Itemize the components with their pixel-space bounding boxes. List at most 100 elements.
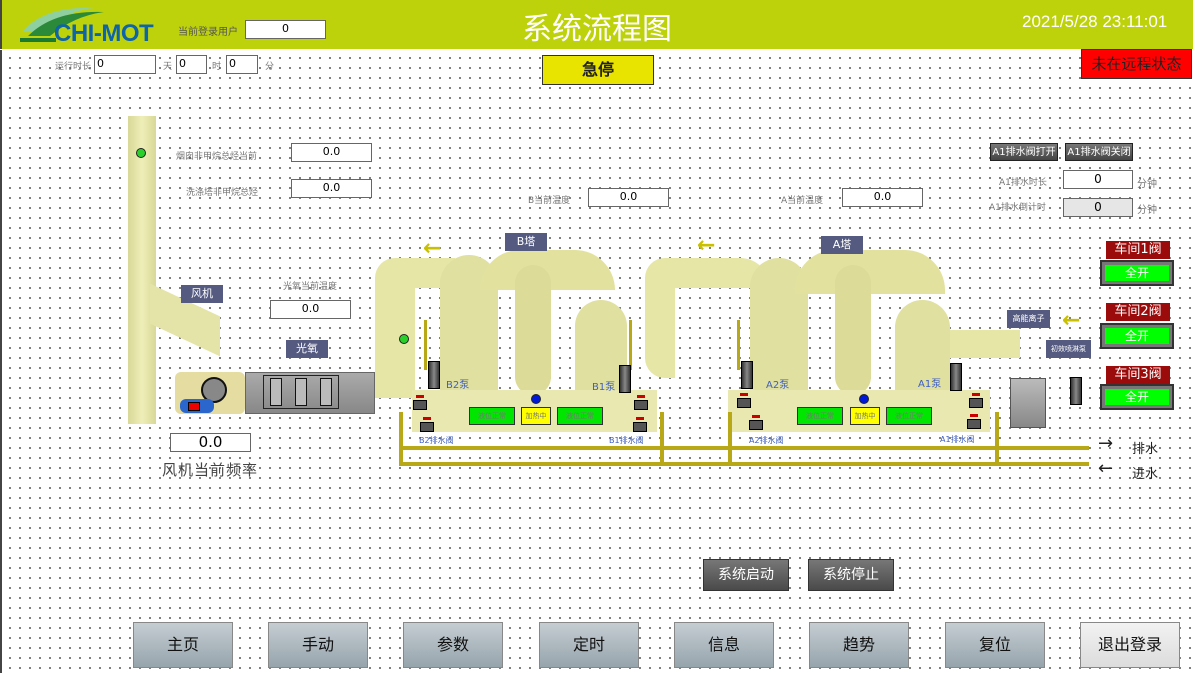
drain-valve-a2-icon[interactable] — [749, 415, 763, 430]
a-temp-field: 0.0 — [842, 188, 923, 207]
b-temp-label: B当前温度 — [528, 196, 571, 206]
drain-valve-b1-icon[interactable] — [633, 417, 647, 432]
system-stop-button[interactable]: 系统停止 — [808, 559, 894, 591]
fan-tag: 风机 — [181, 285, 223, 303]
pump-a2-label: A2泵 — [766, 380, 790, 391]
a1-drain-countdown-label: A1排水倒计时 — [989, 203, 1046, 213]
a1-drain-duration-field[interactable]: 0 — [1063, 170, 1133, 189]
current-user-field[interactable]: 0 — [245, 20, 326, 39]
logo-text: CHI-MOT — [54, 20, 154, 47]
uv-lamp — [320, 378, 332, 406]
inlet-arrow-icon: ← — [1098, 458, 1114, 479]
a1-drain-close-button[interactable]: A1排水阀关闭 — [1065, 143, 1133, 161]
photo-oxygen-unit — [245, 372, 375, 414]
flow-arrow-left-icon: ← — [423, 236, 442, 261]
fan-freq-field: 0.0 — [170, 433, 251, 452]
pump-b2-icon[interactable] — [428, 361, 440, 389]
datetime-display: 2021/5/28 23:11:01 — [1022, 12, 1168, 31]
photo-oxygen-temp-field: 0.0 — [270, 300, 351, 319]
drain-valve-a2-label: A2排水阀 — [749, 436, 784, 445]
runtime-minutes-field[interactable]: 0 — [226, 55, 258, 74]
a1-drain-duration-label: A1排水时长 — [999, 178, 1047, 188]
spray-pump-icon — [1070, 377, 1082, 405]
workshop-3-valve-button[interactable]: 全开 — [1100, 384, 1174, 410]
nav-home-button[interactable]: 主页 — [133, 622, 233, 668]
tower-a-heating-status: 加热中 — [850, 407, 880, 425]
duct-status-indicator — [399, 334, 409, 344]
chimney-nmhc-label: 烟囱非甲烷总烃当前 — [176, 152, 258, 162]
water-line — [728, 412, 732, 464]
a-temp-label: A当前温度 — [781, 196, 824, 206]
tower-b-level-status: 液位正常 — [469, 407, 515, 425]
system-start-button[interactable]: 系统启动 — [703, 559, 789, 591]
workshop-1-valve-state: 全开 — [1105, 265, 1169, 281]
flow-arrow-left-icon: ← — [1062, 308, 1081, 333]
a1-drain-duration-unit: 分钟 — [1137, 179, 1157, 190]
runtime-days-field[interactable]: 0 — [94, 55, 156, 74]
water-line — [399, 412, 403, 466]
workshop-2-valve-button[interactable]: 全开 — [1100, 323, 1174, 349]
tower-b-tag: B塔 — [505, 233, 547, 251]
pump-b1-icon[interactable] — [619, 365, 631, 393]
a1-drain-open-button[interactable]: A1排水阀打开 — [990, 143, 1058, 161]
ball-valve-icon[interactable] — [969, 393, 983, 408]
water-line — [629, 320, 632, 370]
nav-params-button[interactable]: 参数 — [403, 622, 503, 668]
legend-inlet-label: 进水 — [1132, 467, 1159, 482]
workshop-2-valve-label: 车间2阀 — [1106, 303, 1170, 321]
emergency-stop-indicator: 急停 — [542, 55, 654, 85]
nav-reset-button[interactable]: 复位 — [945, 622, 1045, 668]
workshop-1-valve-button[interactable]: 全开 — [1100, 260, 1174, 286]
chimney — [128, 116, 156, 424]
pump-a1-icon[interactable] — [950, 363, 962, 391]
photo-oxygen-tag: 光氧 — [286, 340, 328, 358]
tower-a1 — [895, 300, 950, 395]
chimney-nmhc-field: 0.0 — [291, 143, 372, 162]
nav-manual-button[interactable]: 手动 — [268, 622, 368, 668]
water-line — [660, 412, 664, 464]
scrubber-nmhc-field: 0.0 — [291, 179, 372, 198]
tower-b-level-status: 液位正常 — [557, 407, 603, 425]
pump-a2-icon[interactable] — [741, 361, 753, 389]
runtime-days-unit: 天 — [163, 62, 173, 72]
nav-timer-button[interactable]: 定时 — [539, 622, 639, 668]
chimney-status-indicator — [136, 148, 146, 158]
uv-lamp — [270, 378, 282, 406]
remote-status-indicator: 未在远程状态 — [1081, 49, 1192, 79]
ball-valve-icon[interactable] — [634, 395, 648, 410]
runtime-label: 运行时长 — [55, 62, 92, 72]
runtime-hours-unit: 时 — [212, 62, 222, 72]
drain-valve-b2-label: B2排水阀 — [419, 436, 454, 445]
drain-valve-a1-icon[interactable] — [967, 414, 981, 429]
tower-a-tag: A塔 — [821, 236, 863, 254]
tower-a-level-status: 液位正常 — [797, 407, 843, 425]
motor-status-indicator — [188, 402, 200, 411]
ball-valve-icon[interactable] — [413, 395, 427, 410]
nav-info-button[interactable]: 信息 — [674, 622, 774, 668]
a1-drain-countdown-field: 0 — [1063, 198, 1133, 217]
water-line — [424, 320, 427, 370]
legend-drain-label: 排水 — [1132, 442, 1159, 457]
drain-valve-b2-icon[interactable] — [420, 417, 434, 432]
logo-swoosh-icon — [20, 7, 104, 42]
header-bar: CHI-MOT 当前登录用户 0 系统流程图 2021/5/28 23:11:0… — [0, 0, 1193, 49]
tower-a-level-status: 液位正常 — [886, 407, 932, 425]
workshop-1-valve-label: 车间1阀 — [1106, 241, 1170, 259]
pump-b2-label: B2泵 — [446, 380, 470, 391]
uv-lamp — [295, 378, 307, 406]
tower-b1 — [575, 300, 627, 395]
drain-line — [399, 446, 1089, 450]
logout-button[interactable]: 退出登录 — [1080, 622, 1180, 668]
water-line — [995, 412, 999, 464]
inlet-line — [399, 462, 1089, 466]
flow-arrow-left-icon: ← — [697, 233, 716, 258]
ball-valve-icon[interactable] — [737, 393, 751, 408]
runtime-hours-field[interactable]: 0 — [176, 55, 207, 74]
tower-a-duct — [835, 265, 871, 395]
nav-trend-button[interactable]: 趋势 — [809, 622, 909, 668]
pump-b1-label: B1泵 — [592, 382, 616, 393]
primary-spray-tag: 初效喷淋泵 — [1046, 340, 1091, 358]
drain-valve-a1-label: A1排水阀 — [940, 435, 975, 444]
runtime-minutes-unit: 分 — [265, 62, 275, 72]
workshop-2-valve-state: 全开 — [1105, 328, 1169, 344]
